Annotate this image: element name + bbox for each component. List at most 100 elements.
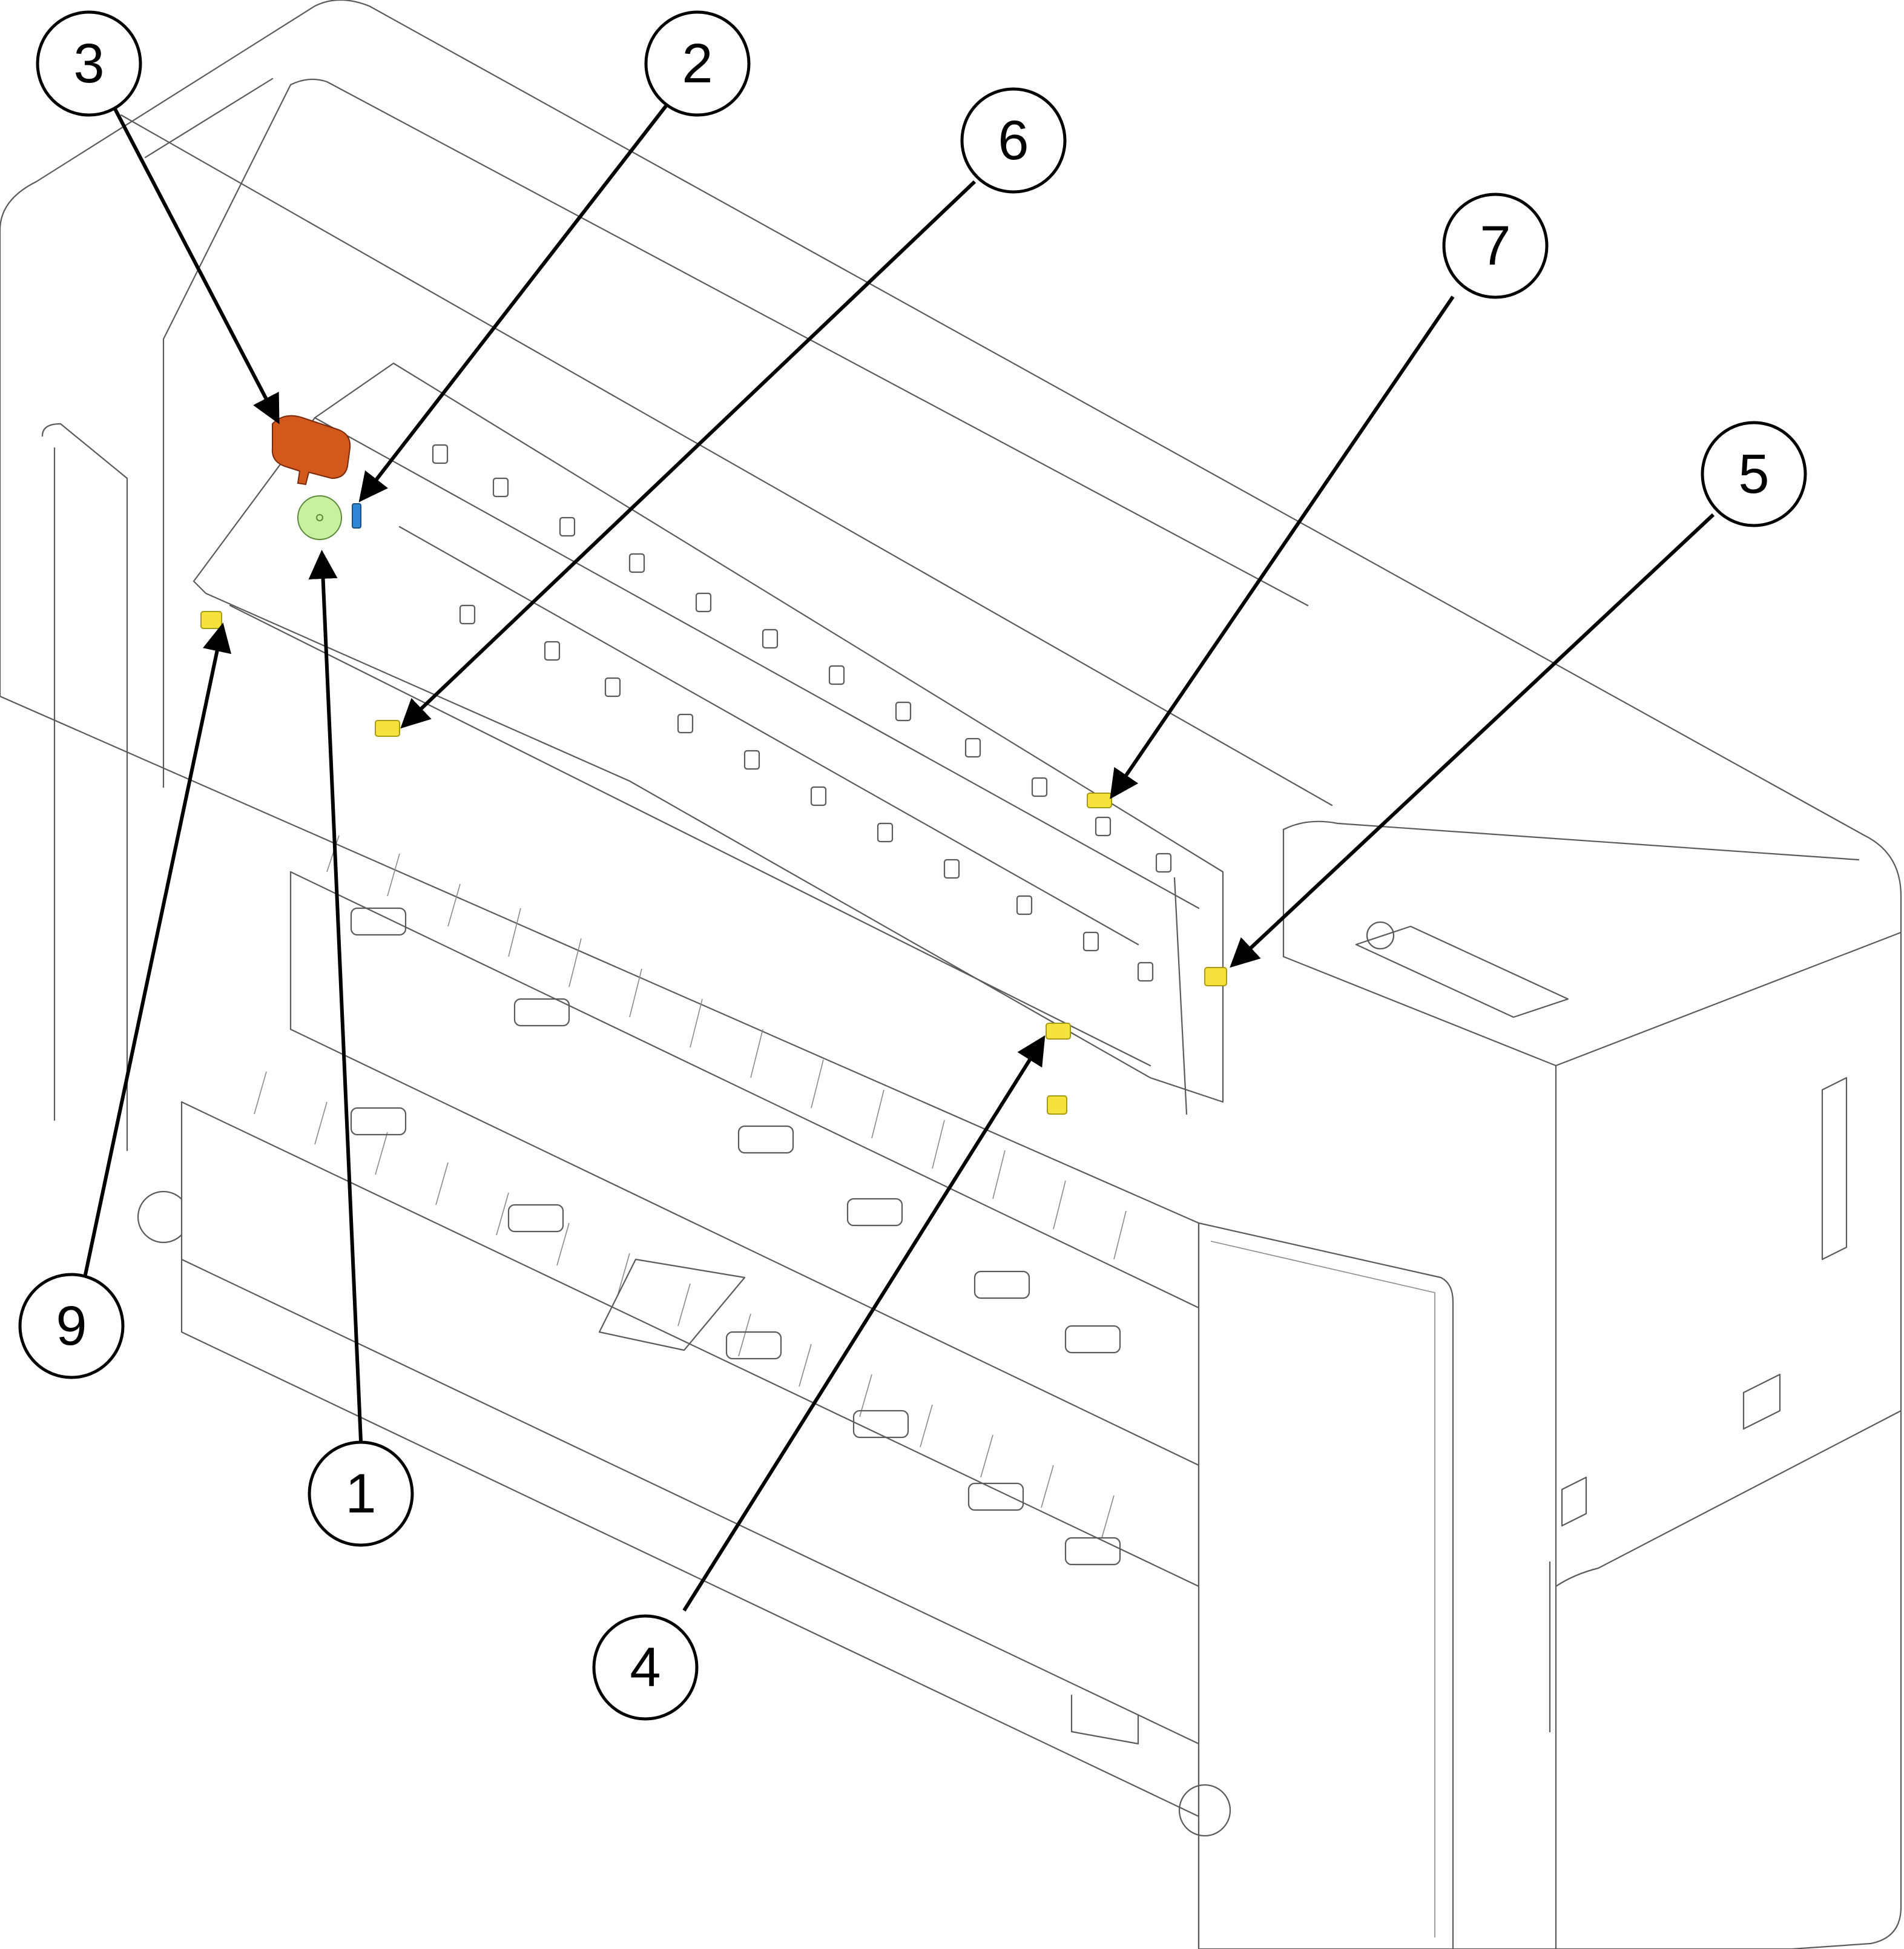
transport-side-plate <box>1173 877 1188 1115</box>
leader-2 <box>358 105 668 503</box>
paddle <box>846 1198 903 1227</box>
roller <box>810 786 827 806</box>
callout-6-label: 6 <box>998 110 1029 171</box>
sensor-4 <box>1046 1023 1071 1040</box>
callout-9: 9 <box>18 1273 125 1379</box>
left-door-frame <box>41 423 128 1152</box>
roller <box>1016 895 1033 915</box>
top-front-edge <box>120 114 1333 806</box>
roller <box>1095 816 1112 837</box>
callout-5-label: 5 <box>1738 443 1769 505</box>
leader-6 <box>400 180 977 729</box>
top-lid-edge <box>144 77 274 159</box>
callouts: 1 2 3 4 5 6 7 9 <box>18 10 1807 1721</box>
right-door-inner <box>1210 1241 1435 1937</box>
paddle <box>350 1107 407 1136</box>
paddle <box>513 998 570 1027</box>
transport-rail-2 <box>398 526 1139 946</box>
callout-4: 4 <box>592 1614 699 1721</box>
roller <box>1137 961 1154 982</box>
leader-5 <box>1230 513 1715 968</box>
roller <box>943 859 960 879</box>
sensor-5 <box>1204 967 1227 986</box>
roller <box>1082 931 1099 952</box>
tray-lower-ribs <box>254 1071 1115 1538</box>
roller <box>743 750 760 770</box>
callout-9-label: 9 <box>56 1295 87 1357</box>
roller <box>677 713 694 734</box>
foot-right <box>1070 1694 1139 1745</box>
callout-6: 6 <box>960 87 1067 194</box>
paddle <box>350 907 407 936</box>
roller <box>964 737 981 758</box>
callout-3-label: 3 <box>73 33 104 94</box>
roller <box>762 628 779 649</box>
encoder-disk-hub <box>316 514 323 521</box>
sensor-4b <box>1047 1095 1067 1115</box>
leader-4 <box>682 1035 1046 1612</box>
right-latch-bottom <box>1561 1476 1587 1527</box>
transport-rail-3 <box>229 604 1151 1067</box>
callout-7-label: 7 <box>1480 215 1510 277</box>
roller <box>828 665 845 685</box>
power-button <box>1366 921 1395 950</box>
lower-output-trays <box>180 835 1200 1818</box>
sensor-6 <box>375 720 400 737</box>
roller <box>895 701 912 722</box>
paddle <box>507 1204 564 1233</box>
callout-3: 3 <box>36 10 142 117</box>
right-latch-top <box>1742 1373 1781 1430</box>
paddle <box>852 1410 909 1439</box>
top-panel-seam <box>162 78 1309 607</box>
paddle <box>737 1125 794 1154</box>
tray-paddles <box>350 907 1121 1566</box>
roller <box>1155 852 1172 873</box>
leader-1 <box>308 550 363 1442</box>
control-panel <box>1355 925 1569 1018</box>
leader-9 <box>83 622 232 1278</box>
roller <box>432 444 449 464</box>
sensor-7 <box>1087 793 1112 808</box>
right-handle <box>1821 1077 1848 1261</box>
blue-sensor <box>352 503 361 529</box>
tray-upper-ribs <box>326 835 1127 1260</box>
roller <box>628 553 645 573</box>
roller <box>877 822 894 843</box>
tray-upper <box>289 871 1200 1466</box>
callout-2: 2 <box>644 10 751 117</box>
highlighted-parts <box>200 415 1227 1115</box>
paddle <box>967 1482 1024 1511</box>
callout-2-label: 2 <box>682 33 713 94</box>
callout-4-label: 4 <box>630 1637 660 1698</box>
roller <box>1031 777 1048 797</box>
callout-5: 5 <box>1701 421 1807 527</box>
callout-1-label: 1 <box>345 1463 376 1525</box>
leader-7 <box>1110 295 1455 799</box>
roller <box>559 516 576 537</box>
encoder-disk <box>297 495 342 540</box>
right-tower-mid <box>1555 1410 1902 1588</box>
tray-flap <box>598 1258 746 1351</box>
paddle <box>1064 1325 1121 1354</box>
caster-right <box>1178 1784 1231 1837</box>
paddle <box>725 1331 782 1360</box>
base-frame <box>180 1258 1200 1818</box>
right-front-door <box>1197 1222 1454 1949</box>
transport-top-plate <box>193 362 1224 1103</box>
callout-1: 1 <box>308 1440 414 1547</box>
tray-lower <box>180 1101 1200 1745</box>
paddle <box>1064 1537 1121 1566</box>
upper-transport-unit <box>193 362 1224 1115</box>
roller <box>604 677 621 697</box>
paddle <box>973 1270 1030 1299</box>
transport-rollers <box>432 444 1172 982</box>
transport-rail-1 <box>314 417 1200 909</box>
sensor-9 <box>200 611 222 629</box>
roller <box>492 477 509 498</box>
roller <box>544 641 561 661</box>
callout-7: 7 <box>1442 193 1549 299</box>
motor-part <box>271 415 351 486</box>
